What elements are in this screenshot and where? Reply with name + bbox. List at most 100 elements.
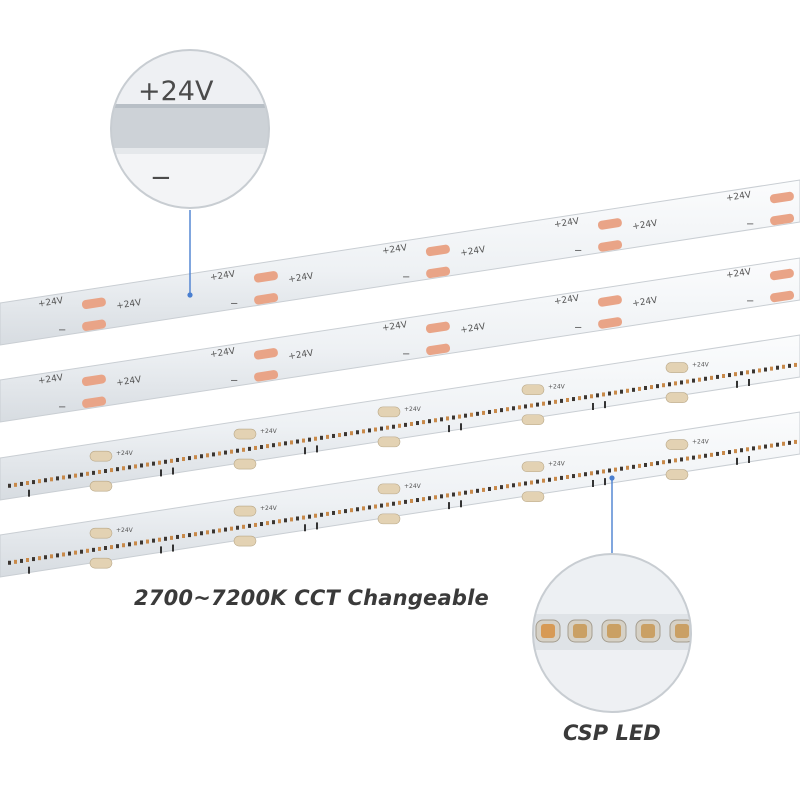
csp-led-chip (260, 522, 263, 527)
resistor-mark (604, 478, 606, 486)
csp-led-chip (284, 518, 287, 523)
csp-led-chip (338, 433, 341, 438)
resistor-mark (160, 469, 162, 477)
csp-led-chip (596, 470, 599, 475)
csp-led-chip (740, 448, 743, 453)
csp-led-chip (140, 540, 143, 545)
csp-led-chip (668, 459, 671, 464)
csp-led-chip (758, 445, 761, 450)
csp-led-chip (740, 371, 743, 376)
resistor-mark (592, 402, 594, 410)
csp-led-chip (362, 506, 365, 511)
csp-led-chip (410, 498, 413, 503)
strip-plus-label: +24V (553, 217, 580, 231)
strip-minus-label: − (402, 272, 410, 283)
csp-led-chip (212, 529, 215, 534)
csp-led-chip (590, 471, 593, 476)
csp-led-chip (194, 532, 197, 537)
cream-pad (665, 469, 689, 480)
csp-led-chip (446, 493, 449, 498)
resistor-mark (172, 467, 174, 475)
csp-led-chip (332, 433, 335, 438)
cream-pad (521, 384, 545, 396)
csp-led-chip (632, 387, 635, 392)
strip-plus-label: +24V (692, 439, 710, 446)
csp-led-chip (38, 556, 41, 561)
csp-led-chip (698, 377, 701, 382)
csp-led-chip (446, 416, 449, 421)
strip-plus-label: +24V (288, 271, 315, 285)
cob-strip-2: +24V+24V−+24V+24V−+24V+24V−+24V+24V−+24V… (0, 257, 800, 423)
strip-plus-label: +24V (37, 373, 64, 387)
csp-led-chip (500, 408, 503, 413)
csp-led-chip (626, 465, 629, 470)
csp-led-chip (470, 412, 473, 417)
csp-led-chip (440, 494, 443, 499)
csp-led-chip (524, 481, 527, 486)
copper-pad (81, 297, 106, 309)
csp-led-chip (242, 447, 245, 452)
csp-led-chip (398, 500, 401, 505)
csp-led-phosphor (573, 624, 587, 638)
strip-plus-label: +24V (460, 245, 487, 259)
csp-led-chip (770, 443, 773, 448)
csp-led-chip (152, 538, 155, 543)
copper-pad (598, 240, 623, 252)
csp-led-chip (416, 498, 419, 503)
csp-led-chip (368, 428, 371, 433)
csp-led-chip (644, 462, 647, 467)
csp-led-chip (332, 510, 335, 515)
csp-led-chip (680, 457, 683, 462)
csp-led-chip (638, 463, 641, 468)
csp-led-chip (716, 451, 719, 456)
csp-led-chip (554, 399, 557, 404)
csp-led-chip (650, 385, 653, 390)
strip-plus-label: +24V (404, 483, 422, 490)
csp-led-chip (566, 474, 569, 479)
csp-led-chip (302, 515, 305, 520)
zoom-plus-label: +24V (138, 76, 214, 107)
csp-led-chip (584, 395, 587, 400)
cream-pad (665, 392, 689, 403)
csp-led-chip (80, 472, 83, 477)
csp-led-chip (416, 421, 419, 426)
csp-led-chip (290, 440, 293, 445)
csp-led-chip (506, 407, 509, 412)
csp-led-chip (614, 390, 617, 395)
resistor-mark (172, 544, 174, 552)
csp-led-chip (776, 442, 779, 447)
csp-led-chip (722, 450, 725, 455)
csp-led-chip (620, 466, 623, 471)
csp-led-chip (386, 502, 389, 507)
cream-pad (89, 527, 113, 539)
csp-led-chip (290, 517, 293, 522)
csp-led-chip (470, 489, 473, 494)
csp-led-chip (104, 469, 107, 474)
resistor-mark (736, 457, 738, 465)
csp-led-chip (20, 481, 23, 486)
copper-pad (769, 268, 794, 281)
csp-led-chip (176, 457, 179, 462)
csp-led-chip (776, 365, 779, 370)
copper-pad (426, 266, 451, 279)
strip-minus-label: − (574, 322, 582, 333)
cream-pad (89, 450, 113, 462)
csp-led-chip (350, 508, 353, 513)
csp-led-chip (326, 434, 329, 439)
csp-led-chip (152, 461, 155, 466)
copper-pad (426, 343, 451, 356)
csp-led-chip (728, 450, 731, 455)
csp-led-chip (422, 420, 425, 425)
csp-led-chip (644, 385, 647, 390)
csp-led-chip (662, 460, 665, 465)
csp-led-chip (320, 435, 323, 440)
strip-plus-label: +24V (381, 320, 408, 334)
strip-minus-label: − (402, 349, 410, 360)
resistor-mark (748, 378, 750, 386)
strip-plus-label: +24V (116, 298, 143, 312)
csp-led-chip (272, 520, 275, 525)
csp-strip-1: +24V+24V+24V+24V+24V+24V (0, 334, 800, 501)
csp-led-chip (404, 499, 407, 504)
csp-led-chip (68, 474, 71, 479)
csp-led-chip (710, 375, 713, 380)
